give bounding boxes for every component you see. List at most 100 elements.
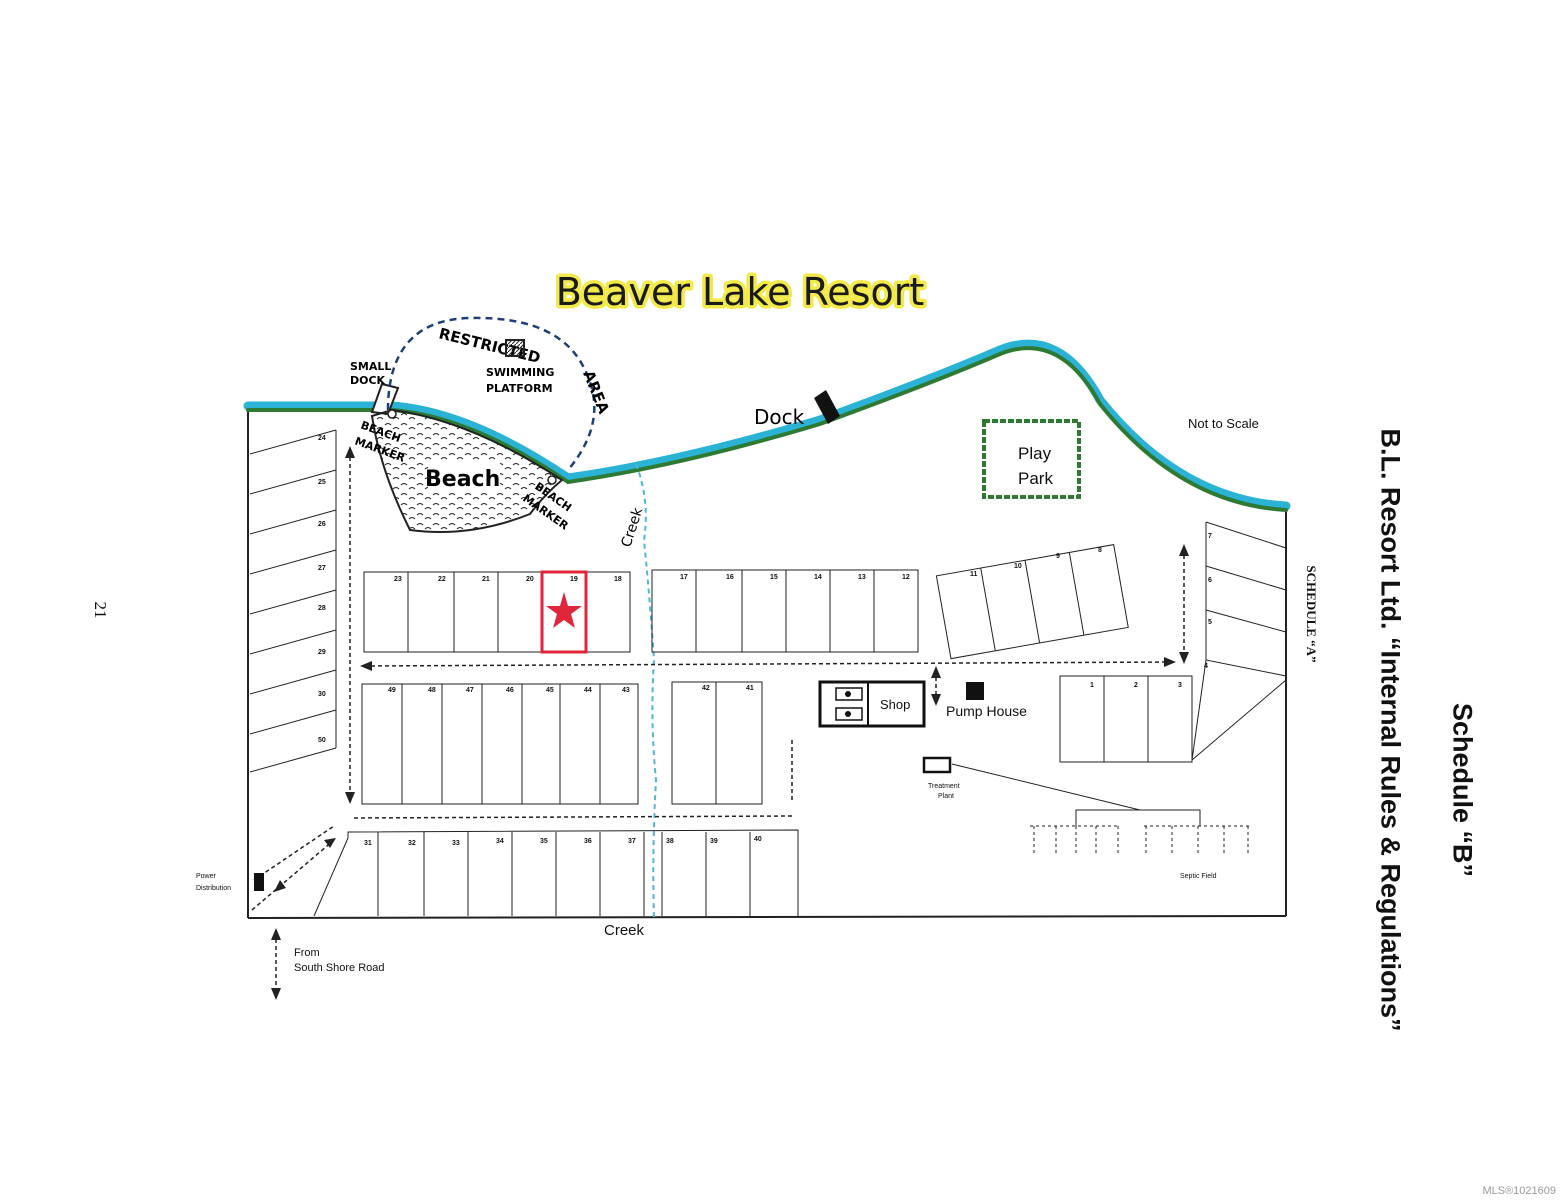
lot-number: 28 <box>318 605 326 612</box>
highlighted-lot-19 <box>540 570 588 654</box>
highlight-star-icon <box>546 592 582 628</box>
beach-label: Beach <box>425 467 500 492</box>
lot-number: 37 <box>628 838 636 845</box>
small-dock-label-2: DOCK <box>350 374 386 387</box>
schedule-b-heading: Schedule “B” <box>1447 702 1478 878</box>
septic-field-label: Septic Field <box>1180 873 1217 880</box>
area-label: AREA <box>579 368 613 417</box>
beach-marker-left <box>387 409 397 419</box>
play-label: Play <box>1018 444 1052 463</box>
lot-number: 43 <box>622 687 630 694</box>
lot-number: 17 <box>680 574 688 581</box>
park-label: Park <box>1018 469 1053 488</box>
lot-number: 1 <box>1090 682 1094 689</box>
lot-number: 24 <box>318 435 326 442</box>
lot-number: 44 <box>584 687 592 694</box>
lot-number: 46 <box>506 687 514 694</box>
creek-label-bottom: Creek <box>604 922 645 939</box>
pump-house-building <box>966 682 984 700</box>
distribution-label: Distribution <box>196 885 231 892</box>
pump-house-label: Pump House <box>946 703 1027 719</box>
play-park <box>982 419 1081 499</box>
lot-number: 3 <box>1178 682 1182 689</box>
lot-number: 15 <box>770 574 778 581</box>
lot-number: 11 <box>970 571 978 578</box>
lot-number: 36 <box>584 838 592 845</box>
beach-label-bg <box>428 462 500 490</box>
lot-number: 32 <box>408 840 416 847</box>
lot-number: 7 <box>1208 533 1212 540</box>
lots-row-top-right <box>935 544 1129 660</box>
mls-watermark: MLS®1021609 <box>1482 1185 1556 1197</box>
lot-number: 27 <box>318 565 326 572</box>
lot-number: 5 <box>1208 619 1212 626</box>
lot-number: 10 <box>1014 563 1022 570</box>
treatment-label-2: Plant <box>938 793 954 800</box>
lot-number: 22 <box>438 576 446 583</box>
lot-number: 13 <box>858 574 866 581</box>
lot-number: 4 <box>1204 663 1208 670</box>
lot-number: 39 <box>710 838 718 845</box>
map-title: Beaver Lake Resort <box>556 270 925 314</box>
lot-number: 49 <box>388 687 396 694</box>
lot-number: 8 <box>1098 547 1102 554</box>
creek <box>635 463 658 919</box>
small-dock-label: SMALL <box>350 360 391 373</box>
lot-number: 35 <box>540 838 548 845</box>
lot-number: 45 <box>546 687 554 694</box>
lot-number: 18 <box>614 576 622 583</box>
lot-number: 6 <box>1208 577 1212 584</box>
platform-label: PLATFORM <box>486 382 553 395</box>
creek-label-vertical: Creek <box>619 505 647 549</box>
lot-number: 16 <box>726 574 734 581</box>
restricted-label: RESTRICTED <box>437 324 542 367</box>
lot-number: 48 <box>428 687 436 694</box>
lake-shoreline <box>243 339 1291 511</box>
lot-number: 38 <box>666 838 674 845</box>
lot-number: 30 <box>318 691 326 698</box>
lots-row-bottom <box>313 829 799 917</box>
lot-number: 31 <box>364 840 372 847</box>
lots-left-column <box>249 429 337 773</box>
lot-number: 14 <box>814 574 822 581</box>
beach-marker-right <box>547 475 557 485</box>
dock-label: Dock <box>754 405 805 429</box>
lots-row-top-left <box>363 571 631 653</box>
not-to-scale-label: Not to Scale <box>1188 416 1259 431</box>
lots-right-column <box>1191 521 1287 761</box>
lot-number: 40 <box>754 836 762 843</box>
lot-number: 20 <box>526 576 534 583</box>
internal-roads <box>251 450 1185 996</box>
treatment-plant-building <box>922 756 952 774</box>
lots-row-mid-center <box>671 681 763 805</box>
lot-number: 42 <box>702 685 710 692</box>
lot-number: 21 <box>482 576 490 583</box>
lot-number: 26 <box>318 521 326 528</box>
road-arrowheads <box>271 446 1189 1000</box>
treatment-label: Treatment <box>928 783 960 790</box>
lots-row-top-mid <box>651 569 919 653</box>
lot-number: 47 <box>466 687 474 694</box>
lot-number: 12 <box>902 574 910 581</box>
lots-row-mid-left <box>361 683 639 805</box>
lot-number: 50 <box>318 737 326 744</box>
shore-line <box>246 346 1288 512</box>
lot-number: 9 <box>1056 553 1060 560</box>
lot-number: 19 <box>570 576 578 583</box>
lot-number: 33 <box>452 840 460 847</box>
south-shore-road-label: South Shore Road <box>294 962 385 974</box>
septic-field <box>951 763 1250 854</box>
lot-number: 2 <box>1134 682 1138 689</box>
lot-number: 23 <box>394 576 402 583</box>
lots-row-mid-right <box>1059 675 1193 763</box>
lot-number: 25 <box>318 479 326 486</box>
lot-numbers: 24 25 26 27 28 29 30 50 23 22 21 20 19 1… <box>318 435 1212 847</box>
power-distribution-box <box>254 873 264 891</box>
shop-building <box>818 680 926 728</box>
page-number: 21 <box>91 601 110 619</box>
schedule-a-label: SCHEDULE “A” <box>1304 565 1319 663</box>
restricted-area-boundary <box>386 316 596 471</box>
lot-number: 34 <box>496 838 504 845</box>
swimming-platform <box>505 339 525 357</box>
